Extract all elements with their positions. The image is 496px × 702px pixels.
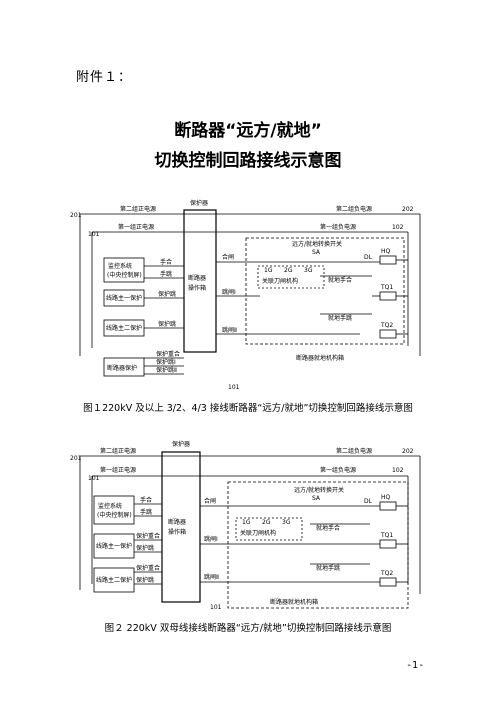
f1-protect-trip2: 保护跳 <box>158 320 176 328</box>
f1-contact-2g: 2G <box>284 267 293 274</box>
f2-contact-2g: 2G <box>262 519 271 526</box>
f2-local-close: 就地手合 <box>316 524 340 532</box>
f2-local-trip: 就地手跳 <box>316 564 340 572</box>
f1-contact-1g: 1G <box>264 267 273 274</box>
f1-protect-top: 保护器 <box>190 199 208 207</box>
f1-dl: DL <box>364 254 373 261</box>
figure2-caption: 图２ 220kV 双母线接线断路器“远方/就地”切换控制回路接线示意图 <box>104 623 392 634</box>
f1-op-l2: 操作箱 <box>188 284 206 292</box>
f2-switch-title: 远方/就地转换开关 <box>294 486 344 494</box>
f1-breaker: 断路器保护 <box>107 364 137 372</box>
f1-op-l1: 断路器 <box>188 274 206 282</box>
f1-manual-trip: 手跳 <box>160 270 172 278</box>
f1-reclose: 保护重合 <box>156 350 180 358</box>
f1-tripI-out: 跳闸Ⅰ <box>222 288 236 296</box>
f2-op-l2: 操作箱 <box>168 528 186 536</box>
f1-line1: 线路主一保护 <box>106 294 142 302</box>
f2-tq1: TQ1 <box>380 532 393 539</box>
f1-n202: 202 <box>402 206 414 213</box>
f2-line1: 线路主一保护 <box>96 542 132 550</box>
f1-n101b: 101 <box>228 384 240 391</box>
f2-monitor-l2: (中央控制屏) <box>97 511 132 519</box>
f1-dc2-left: 第二组正电源 <box>120 205 156 213</box>
f2-manual-close: 手合 <box>140 496 152 504</box>
f2-tripII-out: 跳闸Ⅱ <box>204 573 219 581</box>
f2-monitor-l1: 监控系统 <box>98 502 122 510</box>
f2-reclose2: 保护重合 <box>136 564 160 572</box>
f1-tripII: 保护跳Ⅱ <box>156 366 177 374</box>
f1-tq1: TQ1 <box>380 284 393 291</box>
f1-monitor-l1: 监控系统 <box>108 262 132 270</box>
f1-interlock: 关联刀闸机构 <box>262 277 298 285</box>
f1-monitor-l2: (中央控制屏) <box>107 271 142 279</box>
f2-close: 合闸 <box>204 497 216 505</box>
page-number: -1- <box>407 660 424 671</box>
f1-tq2: TQ2 <box>380 322 393 329</box>
f2-protect-trip2: 保护跳 <box>136 576 154 584</box>
f2-tripI-out: 跳闸Ⅰ <box>204 535 218 543</box>
f1-local-close: 就地手合 <box>328 276 352 284</box>
f1-contact-3g: 3G <box>304 267 313 274</box>
f2-hq: HQ <box>381 494 391 501</box>
f2-dl: DL <box>364 498 373 505</box>
figure2-wiring-diagram: 201 202 101 102 101 第二组正电源 第一组正电源 第二组负电源… <box>70 440 421 611</box>
f1-dc1-left: 第一组正电源 <box>118 223 154 231</box>
f2-contact-3g: 3G <box>282 519 291 526</box>
f1-switch-title: 远方/就地转换开关 <box>292 240 342 248</box>
figure1-wiring-diagram: 201 202 101 102 101 第二组正电源 第一组正电源 第二组负电源… <box>70 199 421 391</box>
f1-local-trip: 就地手跳 <box>328 314 352 322</box>
attachment-label: 附件１： <box>76 70 133 85</box>
f2-dc2-right: 第二组负电源 <box>336 447 372 455</box>
f1-dc1-right: 第一组负电源 <box>320 223 356 231</box>
f2-n102: 102 <box>392 467 404 474</box>
f2-protect-trip: 保护跳 <box>136 544 154 552</box>
f1-sa: SA <box>312 249 321 256</box>
f1-tripI: 保护跳Ⅰ <box>156 358 176 366</box>
f2-protect-top: 保护器 <box>172 440 190 448</box>
f1-n201: 201 <box>70 212 82 219</box>
f1-mech-box: 断路器就地机构箱 <box>296 354 344 362</box>
f2-reclose: 保护重合 <box>136 532 160 540</box>
f2-line2: 线路主二保护 <box>96 576 132 584</box>
f2-tq2: TQ2 <box>380 570 393 577</box>
f2-n101b: 101 <box>210 604 222 611</box>
document-title-line1: 断路器“远方/就地” <box>174 121 322 141</box>
f2-contact-1g: 1G <box>242 519 251 526</box>
f1-n102: 102 <box>392 224 404 231</box>
document-title-line2: 切换控制回路接线示意图 <box>154 151 342 171</box>
f2-dc1-right: 第一组负电源 <box>320 466 356 474</box>
f2-dc1-left: 第一组正电源 <box>100 466 136 474</box>
f1-hq: HQ <box>381 248 391 255</box>
f1-line2: 线路主二保护 <box>106 324 142 332</box>
f2-interlock: 关联刀闸机构 <box>240 529 276 537</box>
figure1-caption: 图１220kV 及以上 3/2、4/3 接线断路器“远方/就地”切换控制回路接线… <box>83 403 413 414</box>
f2-mech-box: 断路器就地机构箱 <box>270 598 318 606</box>
f2-sa: SA <box>312 495 321 502</box>
f1-protect-trip1: 保护跳 <box>158 290 176 298</box>
f1-manual-close: 手合 <box>160 258 172 266</box>
f2-n201: 201 <box>70 455 82 462</box>
f2-dc2-left: 第二组正电源 <box>100 447 136 455</box>
f2-n101: 101 <box>88 475 100 482</box>
f2-n202: 202 <box>402 448 414 455</box>
f2-op-l1: 断路器 <box>168 518 186 526</box>
f1-tripII-out: 跳闸Ⅱ <box>222 326 237 334</box>
f1-n101: 101 <box>88 231 100 238</box>
f1-close: 合闸 <box>222 253 234 261</box>
f2-manual-trip: 手跳 <box>140 508 152 516</box>
f1-dc2-right: 第二组负电源 <box>336 205 372 213</box>
